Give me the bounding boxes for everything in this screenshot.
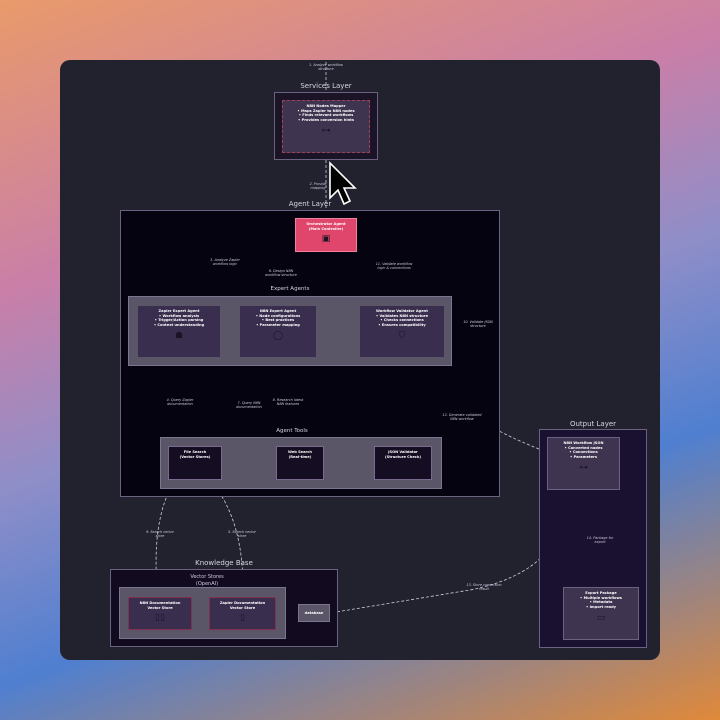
zapier-documentation-store[interactable]: Zapier Documentation Vector Store ▯ (209, 597, 276, 630)
agent-layer-title: Agent Layer (288, 200, 332, 208)
edge-label-4: 4. Query Zapier documentation (166, 398, 194, 407)
expert-agents-title: Expert Agents (270, 286, 310, 292)
edge-label-8: 8. Research latest N8N features (272, 398, 304, 407)
json-validator-tool[interactable]: JSON Validator (Structure Check) (374, 446, 432, 480)
edge-label-1: 1. Analyze workflow structure (309, 63, 343, 72)
document-icon: ▯ (240, 613, 245, 624)
export-package[interactable]: Export Package • Multiple workflows • Me… (563, 587, 639, 640)
json-output-text: N8N Workflow JSON • Converted nodes • Co… (563, 441, 604, 460)
database-node[interactable]: database (298, 604, 330, 622)
n8n-expert-agent[interactable]: N8N Expert Agent • Node configurations •… (240, 306, 316, 357)
edge-label-2: 2. Provide mapping (309, 182, 327, 191)
package-icon: ▭ (596, 612, 606, 623)
orchestrator-agent[interactable]: Orchestrator Agent (Main Controller) ▣ (295, 218, 357, 252)
web-search-tool[interactable]: Web Search (Real-time) (276, 446, 324, 480)
vector-stores-title: Vector Stores (OpenAI) (190, 574, 224, 587)
zapier-store-text: Zapier Documentation Vector Store (219, 601, 266, 610)
edge-label-5: 5. Search vector store (228, 530, 256, 539)
edge-label-10: 10. Validate JSON structure (463, 320, 493, 329)
workflow-validator-agent[interactable]: Workflow Validator Agent • Validates N8N… (360, 306, 444, 357)
zapier-expert-agent[interactable]: Zapier Expert Agent • Workflow analysis … (138, 306, 220, 357)
validator-agent-text: Workflow Validator Agent • Validates N8N… (375, 309, 429, 328)
edge-label-9: 9. Search vector store (146, 530, 174, 539)
mapper-text: N8N Nodes Mapper • Maps Zapier to N8N no… (297, 104, 355, 123)
sitemap-icon: ⊶ (321, 125, 331, 136)
edge-label-6: 6. Design N8N workflow structure (265, 269, 297, 278)
services-layer-title: Services Layer (300, 82, 352, 90)
n8n-nodes-mapper[interactable]: N8N Nodes Mapper • Maps Zapier to N8N no… (282, 100, 370, 153)
knowledge-base-title: Knowledge Base (195, 559, 253, 567)
file-search-tool[interactable]: File Search (Vector Stores) (168, 446, 222, 480)
n8n-store-text: N8N Documentation Vector Store (139, 601, 181, 610)
edge-label-3: 3. Analyze Zapier workflow logic (210, 258, 240, 267)
zapier-agent-text: Zapier Expert Agent • Workflow analysis … (153, 309, 205, 328)
n8n-documentation-store[interactable]: N8N Documentation Vector Store ▯▯ (128, 597, 192, 630)
agent-tools-title: Agent Tools (276, 428, 308, 434)
robot-icon: ☗ (174, 330, 184, 341)
edge-label-11: 11. Validate workflow logic & connection… (375, 262, 413, 271)
package-text: Export Package • Multiple workflows • Me… (580, 591, 622, 610)
edge-label-13: 13. Store conversion result (466, 583, 502, 592)
output-layer-title: Output Layer (569, 420, 617, 428)
n8n-workflow-json[interactable]: N8N Workflow JSON • Converted nodes • Co… (547, 437, 620, 490)
orchestrator-text: Orchestrator Agent (Main Controller) (306, 222, 346, 231)
edge-label-14: 14. Package for export (586, 536, 614, 545)
robot-icon: ▣ (321, 234, 331, 245)
workflow-icon: ⊶ (579, 462, 588, 473)
edge-label-7: 7. Query N8N documentation (236, 401, 262, 410)
edge-label-12: 12. Generate validated N8N workflow (442, 413, 482, 422)
shield-check-icon: ⛉ (398, 330, 406, 341)
cursor-arrow-icon (329, 161, 357, 206)
n8n-agent-text: N8N Expert Agent • Node configurations •… (255, 309, 301, 328)
lightbulb-icon: ◯ (272, 330, 284, 341)
book-icon: ▯▯ (155, 613, 165, 624)
